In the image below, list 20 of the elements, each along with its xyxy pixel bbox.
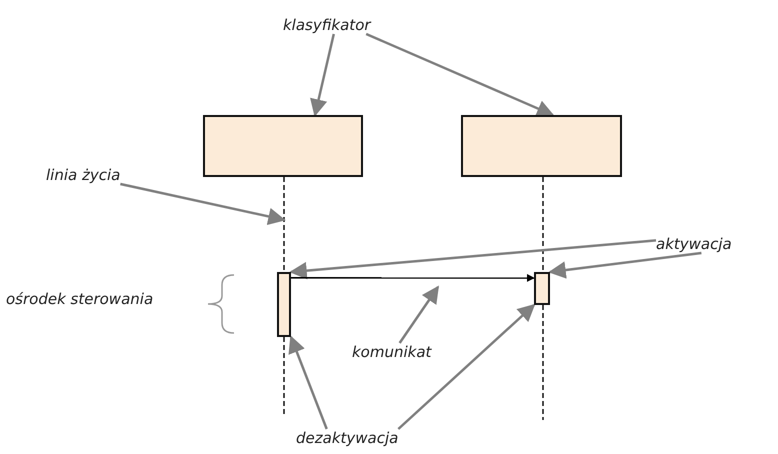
annotation-text: klasyfikator	[283, 16, 371, 34]
leader-arrow	[397, 304, 536, 430]
annotation-text: aktywacja	[656, 235, 732, 253]
leader-arrow	[398, 286, 440, 344]
object-box	[461, 115, 622, 177]
message-arrow	[291, 274, 535, 282]
activation-bar	[534, 272, 550, 305]
object-box	[203, 115, 363, 177]
annotation-text: dezaktywacja	[296, 429, 398, 447]
leader-arrow	[366, 32, 554, 117]
leader-arrow	[548, 252, 702, 279]
lifeline	[542, 177, 544, 420]
leader-arrow	[289, 239, 656, 280]
activation-bar	[277, 272, 291, 337]
annotation-text: komunikat	[352, 343, 432, 361]
annotation-text: ośrodek sterowania	[6, 290, 154, 308]
leader-arrow	[310, 34, 335, 117]
annotation-text: linia życia	[46, 166, 120, 184]
leader-arrow	[120, 182, 286, 226]
leader-arrow	[288, 335, 328, 430]
